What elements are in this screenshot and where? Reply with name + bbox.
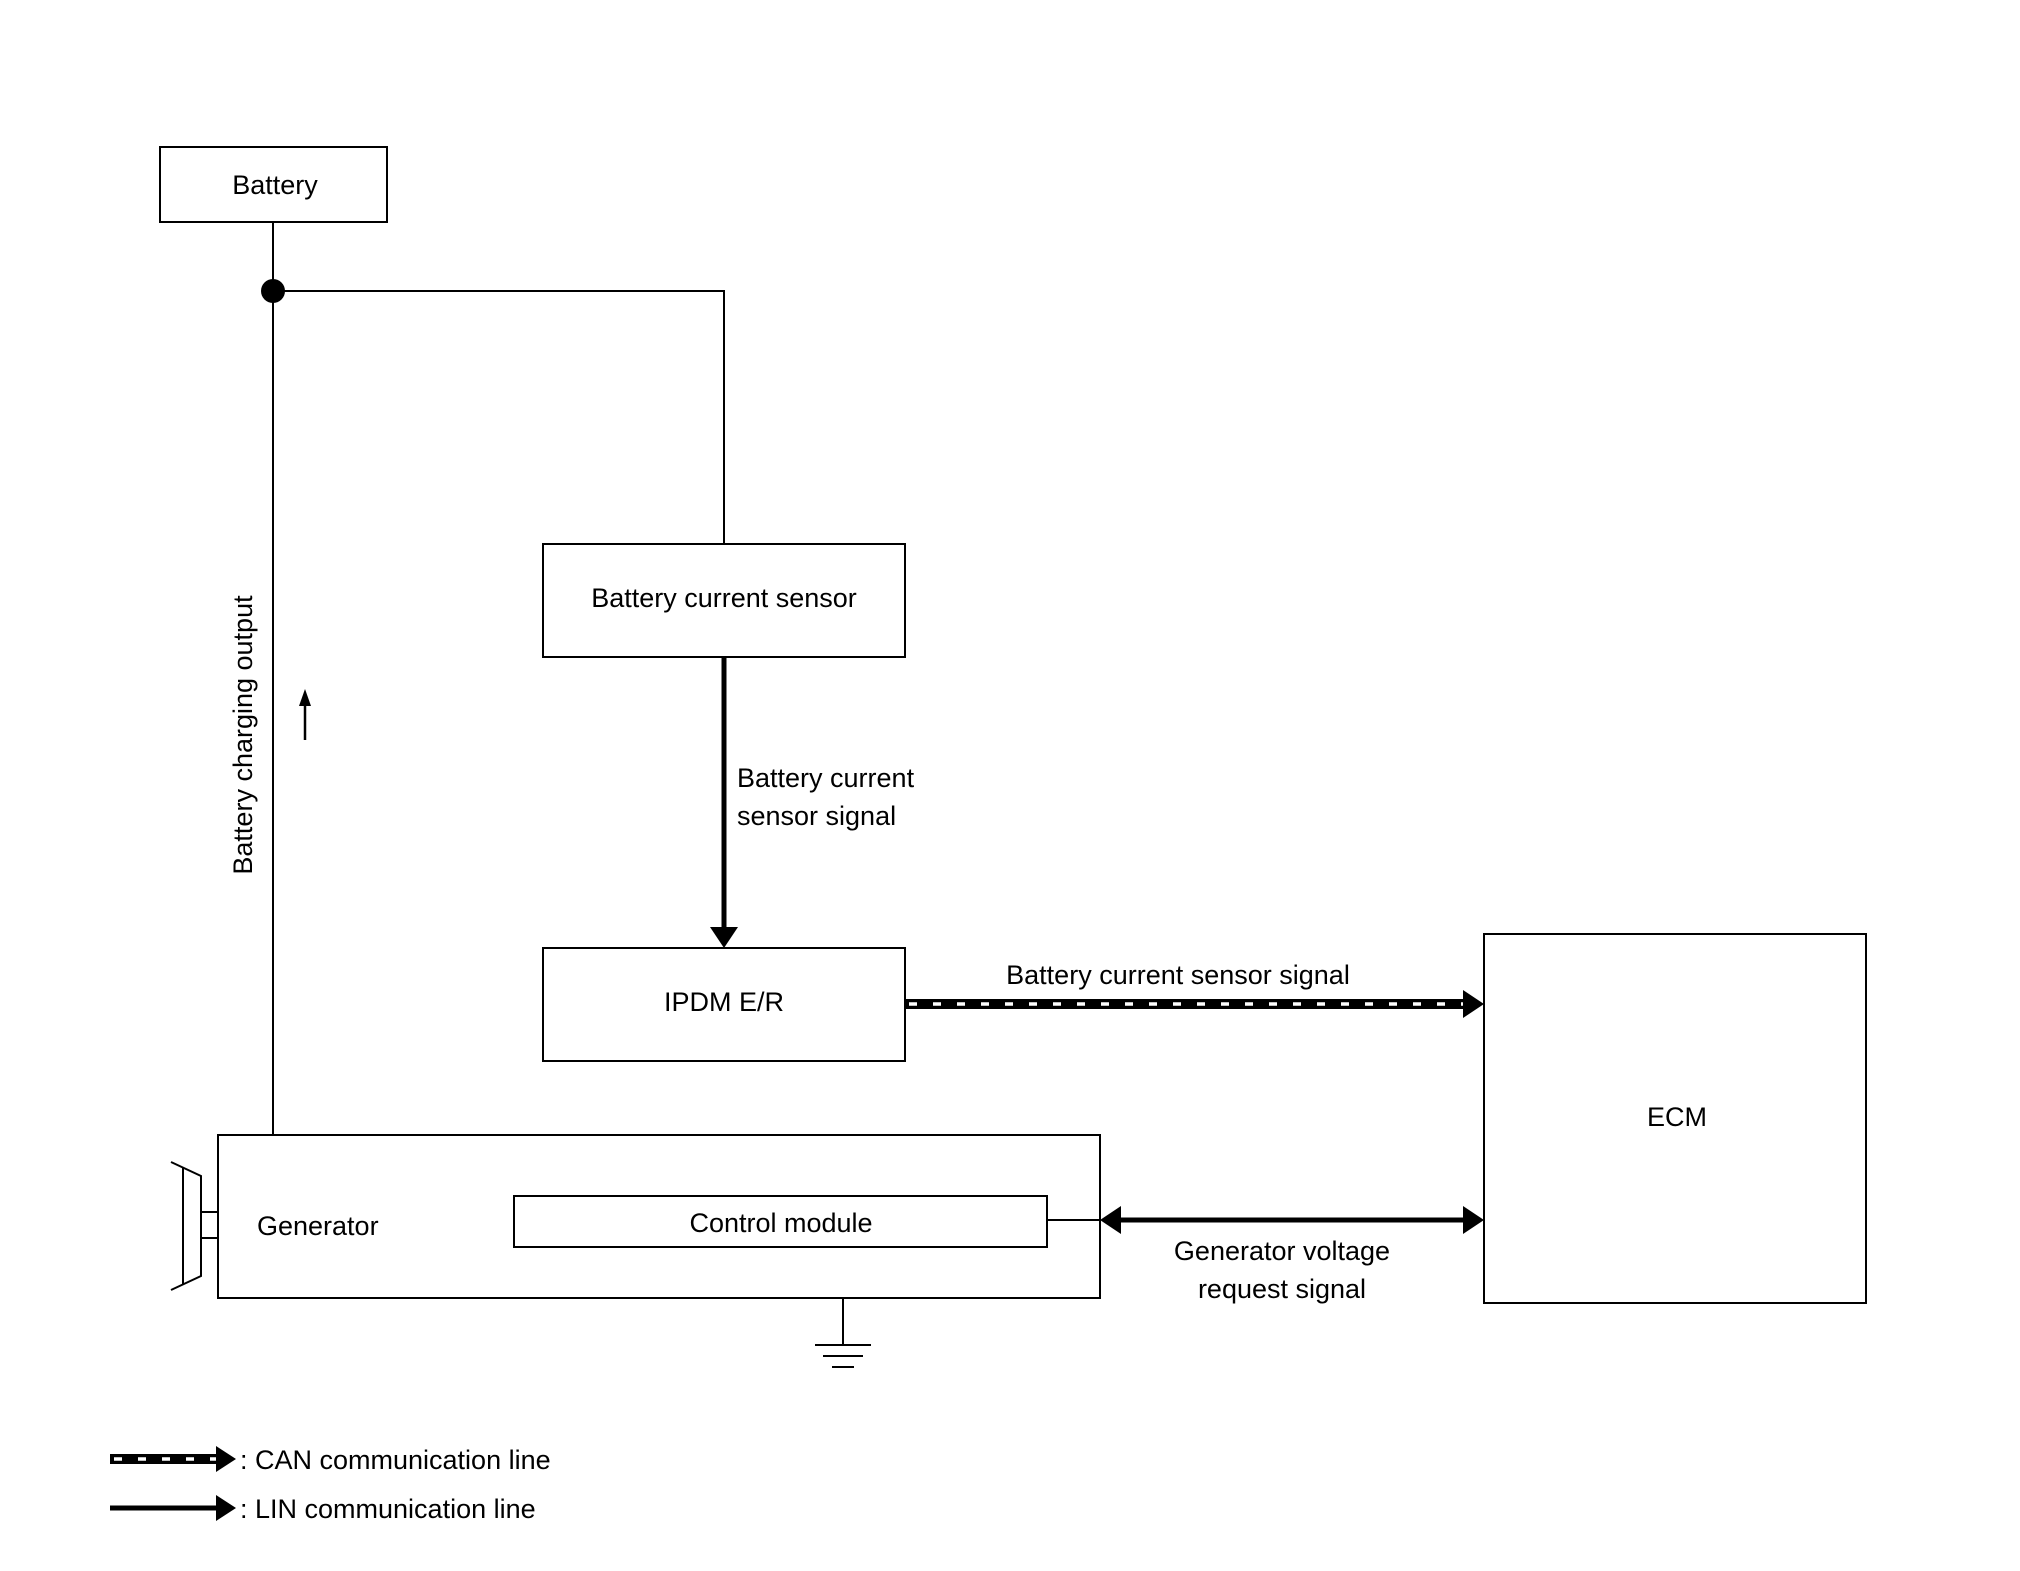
gen-request-label-line1: Generator voltage	[1174, 1236, 1390, 1266]
battery-current-sensor-label: Battery current sensor	[591, 583, 857, 613]
battery-box	[159, 146, 388, 223]
sensor-supply-wire	[273, 290, 725, 544]
legend-can-line-icon	[110, 1446, 236, 1472]
legend-lin-label: : LIN communication line	[240, 1494, 536, 1524]
lin-generator-ecm-arrow	[1100, 1206, 1484, 1234]
control-module-label: Control module	[689, 1208, 872, 1238]
generator-pulley-icon	[170, 1161, 218, 1291]
can-signal-label: Battery current sensor signal	[1006, 960, 1350, 990]
battery-current-sensor-box	[542, 543, 906, 658]
generator-label: Generator	[257, 1211, 379, 1241]
control-module-box	[513, 1195, 1048, 1248]
battery-label: Battery	[232, 170, 318, 200]
can-ipdm-to-ecm-arrow	[905, 990, 1484, 1018]
ground-icon	[815, 1298, 871, 1368]
charging-direction-arrow	[299, 689, 311, 740]
lin-sensor-to-ipdm-arrow	[710, 657, 738, 948]
sensor-signal-label-line2: sensor signal	[737, 801, 896, 831]
sensor-signal-label-line1: Battery current	[737, 763, 915, 793]
gen-request-label-line2: request signal	[1198, 1274, 1366, 1304]
legend-lin-line-icon	[110, 1495, 236, 1521]
ipdm-label: IPDM E/R	[664, 987, 784, 1017]
ecm-label: ECM	[1647, 1102, 1707, 1132]
battery-charging-output-label: Battery charging output	[228, 595, 258, 875]
ipdm-box	[542, 947, 906, 1062]
ecm-box	[1483, 933, 1867, 1304]
legend-can-label: : CAN communication line	[240, 1445, 551, 1475]
